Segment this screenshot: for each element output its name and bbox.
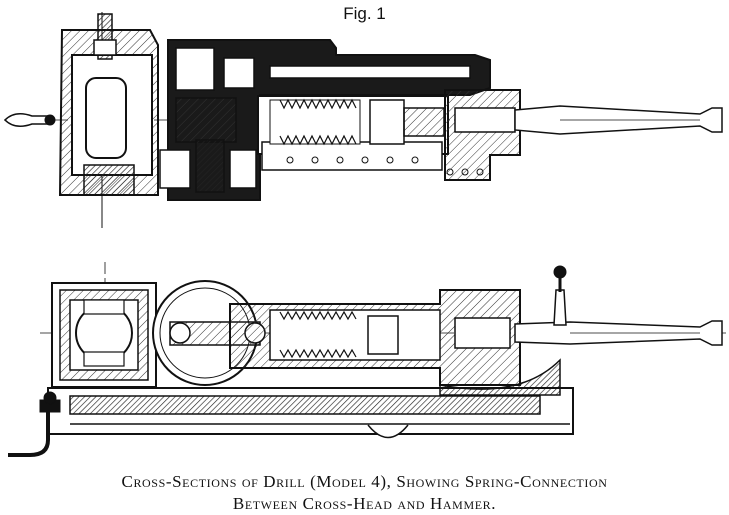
bottom-cross-section xyxy=(8,262,726,457)
figure-label: Fig. 1 xyxy=(343,4,386,23)
top-cross-section xyxy=(3,12,723,228)
caption-line-2: Between Cross-Head and Hammer. xyxy=(232,494,497,513)
caption-line-1: Cross-Sections of Drill (Model 4), Showi… xyxy=(121,472,608,491)
